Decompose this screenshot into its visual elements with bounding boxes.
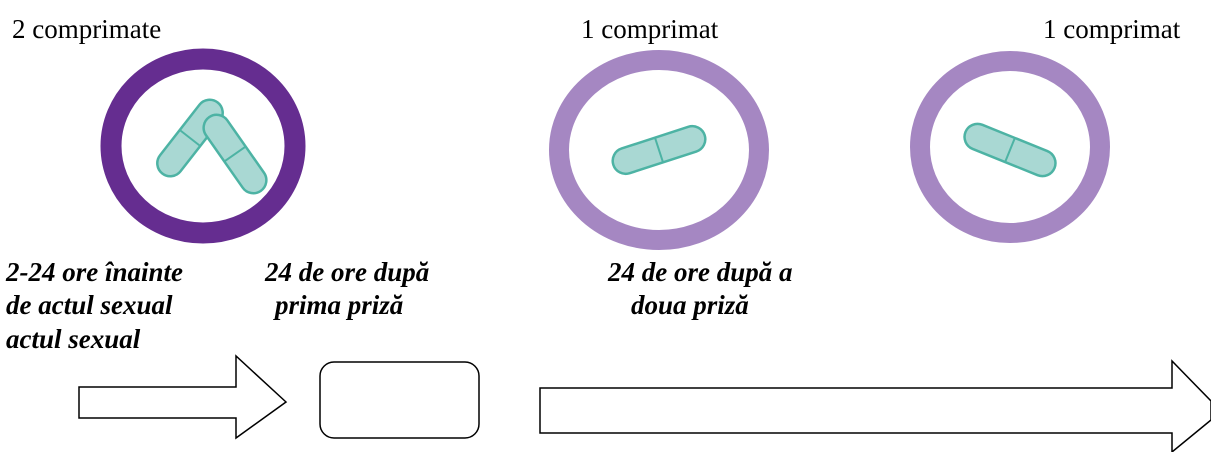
pill-icon bbox=[202, 113, 268, 195]
dose-ring-2 bbox=[549, 50, 769, 250]
dose-label-2: 1 comprimat bbox=[581, 14, 719, 44]
timing-before-line2: de actul sexual bbox=[6, 290, 173, 320]
timing-act: actul sexual bbox=[6, 324, 141, 354]
timing-after-first-line2: prima priză bbox=[275, 290, 404, 320]
dose-label-1: 2 comprimate bbox=[12, 14, 162, 44]
timing-after-first-line1: 24 de ore după bbox=[265, 257, 430, 287]
pill-icon bbox=[611, 124, 707, 176]
dose-label-3: 1 comprimat bbox=[1043, 14, 1181, 44]
pill-icon bbox=[963, 122, 1057, 178]
ring-dark bbox=[100, 48, 306, 244]
arrow-before bbox=[78, 354, 288, 440]
timing-after-second-line2: doua priză bbox=[631, 290, 749, 320]
dose-ring-3 bbox=[910, 51, 1110, 243]
timing-after-second-line1: 24 de ore după a bbox=[608, 257, 793, 287]
arrow-after bbox=[539, 359, 1211, 452]
timing-before-line1: 2-24 ore înainte bbox=[6, 257, 184, 287]
act-box bbox=[319, 361, 480, 439]
dose-ring-1 bbox=[100, 48, 306, 244]
